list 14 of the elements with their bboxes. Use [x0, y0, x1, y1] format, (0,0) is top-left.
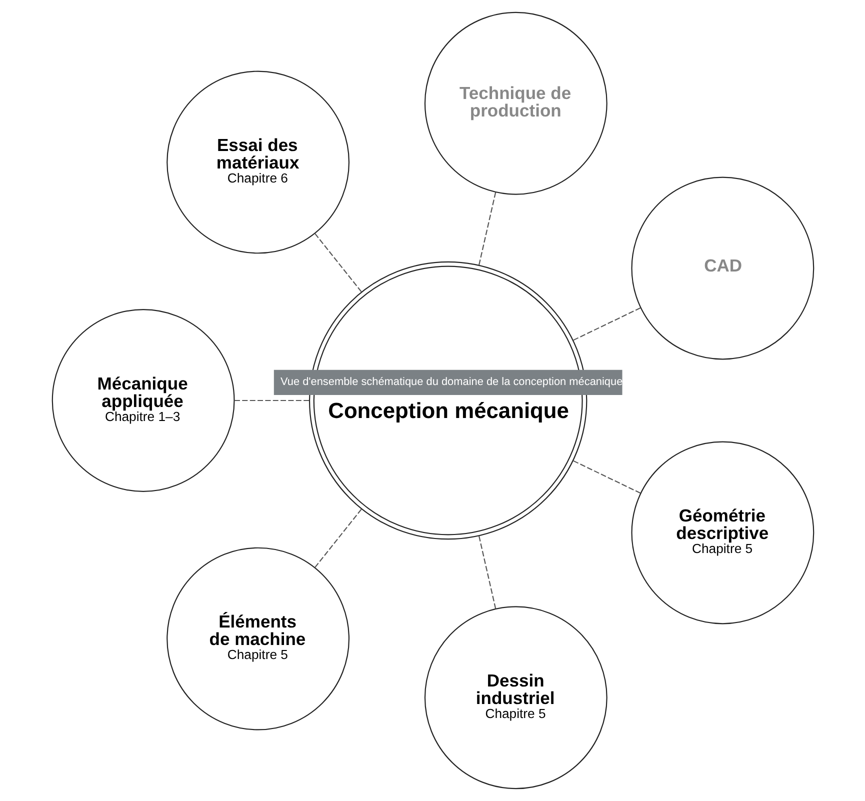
node-circle: Éléments de machine Chapitre 5 [166, 547, 350, 730]
node-circle: Géométrie descriptive Chapitre 5 [630, 441, 814, 624]
connector [314, 508, 362, 568]
node-circle: Mécanique appliquée Chapitre 1–3 [51, 309, 234, 492]
connector [572, 460, 640, 494]
connector [478, 536, 496, 609]
node-circle: Technique de production [424, 12, 607, 195]
connector [478, 192, 496, 266]
connector [314, 233, 362, 292]
node-circle: CAD [630, 176, 814, 360]
node-circle: Dessin industriel Chapitre 5 [424, 606, 607, 790]
connector [234, 400, 309, 402]
connector [572, 307, 640, 341]
node-circle: Essai des matériaux Chapitre 6 [166, 70, 350, 254]
